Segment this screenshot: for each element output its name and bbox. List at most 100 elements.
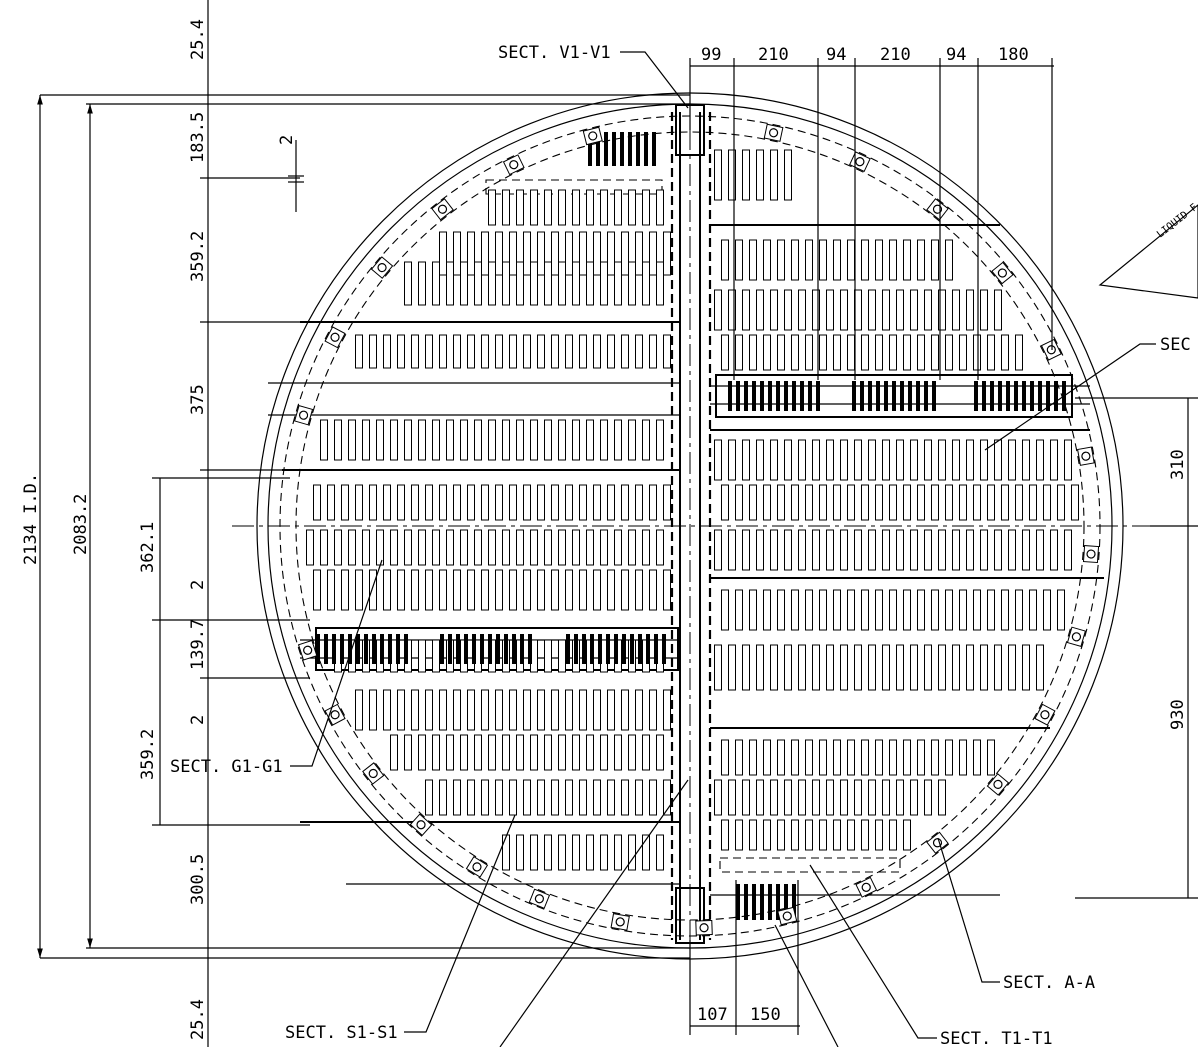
- valve-slot: [777, 819, 785, 851]
- valve-slot: [530, 261, 538, 306]
- valve-slot: [523, 231, 531, 276]
- valve-slot: [327, 484, 335, 521]
- bolt-clip: [991, 261, 1014, 285]
- grating-bar: [606, 634, 610, 664]
- valve-slot: [663, 779, 671, 816]
- dim-top-94-a: 94: [826, 45, 846, 65]
- valve-slot: [861, 589, 869, 631]
- valve-slot: [756, 149, 764, 201]
- valve-slot: [791, 819, 799, 851]
- valve-slot: [565, 779, 573, 816]
- valve-slot: [495, 231, 503, 276]
- valve-slot: [742, 644, 750, 691]
- valve-slot: [516, 834, 524, 871]
- valve-slot: [600, 834, 608, 871]
- grating-bar: [908, 381, 912, 411]
- valve-slot: [558, 734, 566, 771]
- valve-slot: [516, 419, 524, 461]
- valve-slot: [551, 484, 559, 521]
- valve-slot: [642, 189, 650, 226]
- valve-slot: [714, 149, 722, 201]
- grating-bar: [728, 381, 732, 411]
- valve-slot: [952, 644, 960, 691]
- valve-slot: [938, 289, 946, 331]
- valve-slot: [784, 289, 792, 331]
- valve-slot: [341, 484, 349, 521]
- valve-slot: [621, 484, 629, 521]
- valve-slot: [756, 529, 764, 571]
- valve-slot: [649, 231, 657, 276]
- valve-slot: [537, 231, 545, 276]
- bolt-clip: [324, 326, 346, 349]
- valve-slot: [1043, 589, 1051, 631]
- bolt-clip: [582, 126, 603, 146]
- valve-slot: [770, 439, 778, 481]
- valve-slot: [833, 739, 841, 776]
- valve-slot: [453, 484, 461, 521]
- grating-bar: [744, 381, 748, 411]
- grating-bar: [638, 634, 642, 664]
- valve-slot: [509, 569, 517, 611]
- valve-slot: [614, 834, 622, 871]
- valve-slot: [488, 419, 496, 461]
- valve-slot: [910, 529, 918, 571]
- valve-slot: [728, 644, 736, 691]
- valve-slot: [854, 779, 862, 816]
- dim-top-94-b: 94: [946, 45, 966, 65]
- grating-bar: [380, 634, 384, 664]
- section-callouts: SECT. V1-V1 SECT. G1-G1 SECT. S1-S1 SECT…: [170, 43, 1191, 1047]
- bolt-clip: [695, 919, 713, 936]
- valve-slot: [397, 569, 405, 611]
- grating-bar: [1014, 381, 1018, 411]
- valve-slot: [530, 834, 538, 871]
- valve-slot: [847, 819, 855, 851]
- valve-slot: [854, 439, 862, 481]
- valve-slot: [600, 189, 608, 226]
- grating-bar: [630, 634, 634, 664]
- valve-slot: [987, 589, 995, 631]
- valve-slot: [404, 529, 412, 566]
- bolt-clip: [1034, 703, 1056, 726]
- valve-slot: [959, 589, 967, 631]
- valve-slot: [453, 231, 461, 276]
- valve-slot: [924, 779, 932, 816]
- valve-slot: [798, 779, 806, 816]
- valve-slot: [798, 289, 806, 331]
- grating-bar: [752, 884, 756, 920]
- valve-slot: [763, 739, 771, 776]
- valve-slot: [714, 644, 722, 691]
- valve-slot: [460, 419, 468, 461]
- valve-slot: [418, 734, 426, 771]
- valve-slot: [1008, 439, 1016, 481]
- valve-slot: [537, 689, 545, 731]
- valve-slot: [994, 289, 1002, 331]
- valve-slot: [544, 529, 552, 566]
- valve-slot: [614, 419, 622, 461]
- valve-slot: [579, 689, 587, 731]
- valve-slot: [579, 334, 587, 369]
- grating-bar: [736, 884, 740, 920]
- valve-slot: [397, 334, 405, 369]
- grating-bar: [566, 634, 570, 664]
- valve-slot: [586, 834, 594, 871]
- grating-bar: [598, 634, 602, 664]
- grating-bar: [504, 634, 508, 664]
- valve-slot: [642, 261, 650, 306]
- valve-slot: [593, 334, 601, 369]
- valve-slot: [530, 529, 538, 566]
- valve-slot: [917, 484, 925, 521]
- valve-slot: [474, 419, 482, 461]
- grating-bar: [860, 381, 864, 411]
- valve-slot: [460, 529, 468, 566]
- valve-slot: [432, 261, 440, 306]
- valve-slot: [635, 779, 643, 816]
- liquid-flow-indicator: LIQUID F: [1098, 202, 1198, 299]
- valve-slot: [1050, 529, 1058, 571]
- valve-slot: [763, 484, 771, 521]
- valve-slot: [826, 529, 834, 571]
- valve-slot: [994, 439, 1002, 481]
- valve-slot: [1022, 644, 1030, 691]
- valve-slot: [495, 779, 503, 816]
- valve-slot: [432, 734, 440, 771]
- valve-slot: [663, 484, 671, 521]
